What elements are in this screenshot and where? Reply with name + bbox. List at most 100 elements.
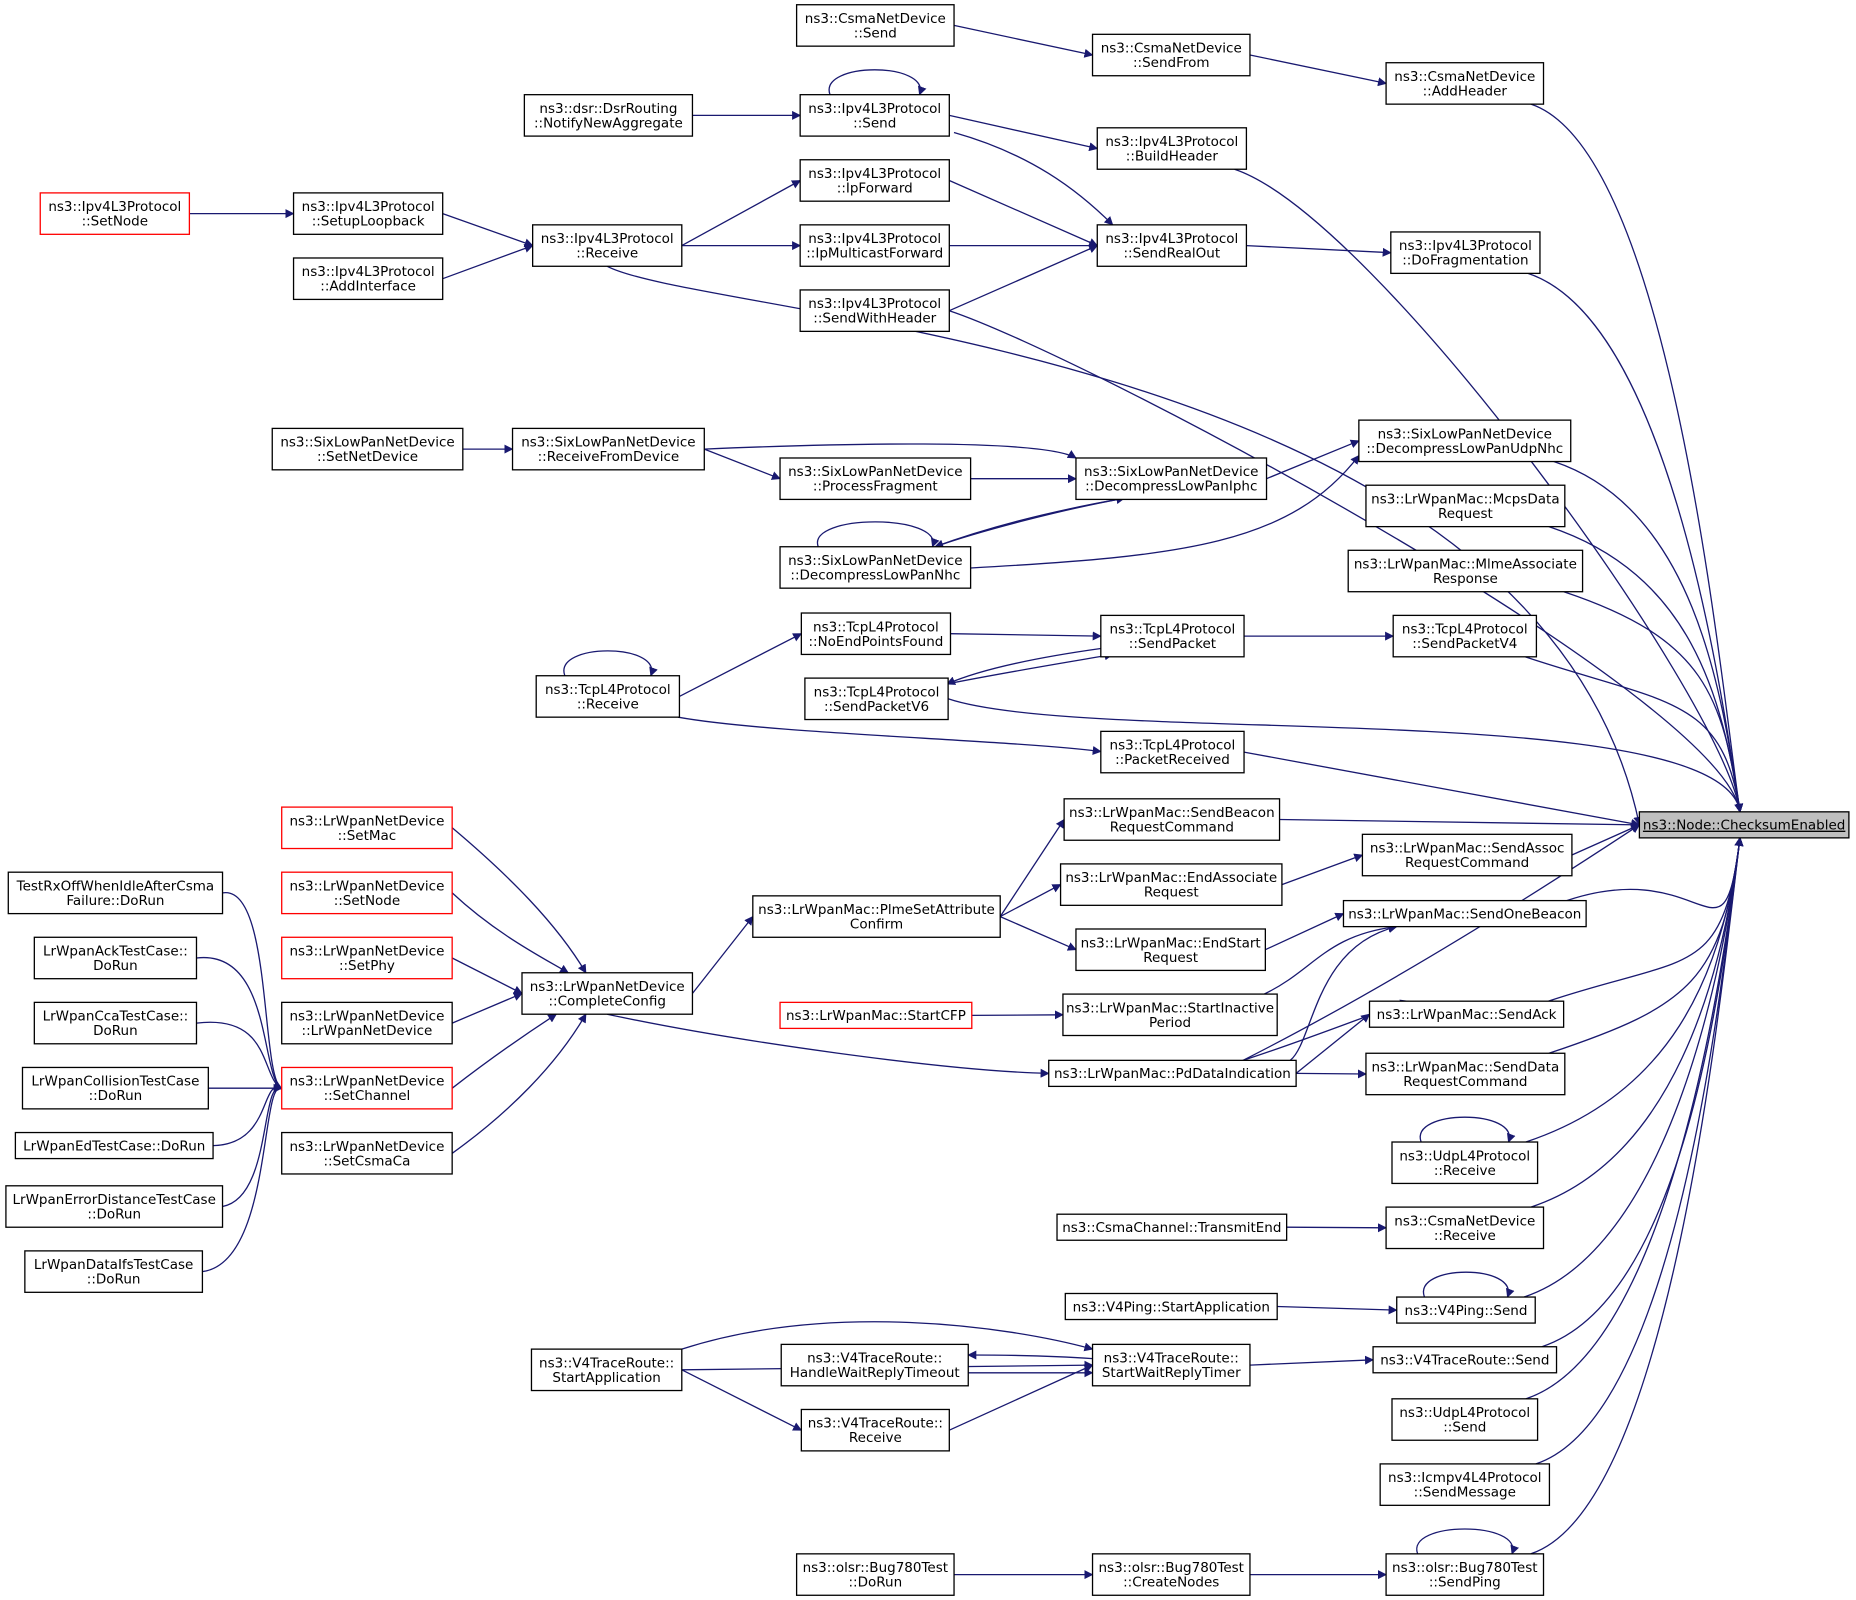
node-ipv4-sendrealout[interactable]: ns3::Ipv4L3Protocol::SendRealOut <box>1096 224 1248 267</box>
node-ipv4-ipmulticast[interactable]: ns3::Ipv4L3Protocol::IpMulticastForward <box>799 224 950 267</box>
node-lrnd-completeconfig[interactable]: ns3::LrWpanNetDevice::CompleteConfig <box>521 972 694 1015</box>
node-ipv4-send[interactable]: ns3::Ipv4L3Protocol::Send <box>799 94 950 137</box>
edge-lrmac_sendassocreq-to-target <box>1571 824 1641 856</box>
node-lrnd-setchannel[interactable]: ns3::LrWpanNetDevice::SetChannel <box>281 1066 453 1110</box>
node-tcp-sendpacket[interactable]: ns3::TcpL4Protocol::SendPacket <box>1100 614 1245 658</box>
node-six-receivefromdevice[interactable]: ns3::SixLowPanNetDevice::ReceiveFromDevi… <box>511 427 705 471</box>
node-tcp-packetreceived[interactable]: ns3::TcpL4Protocol::PacketReceived <box>1100 730 1245 774</box>
node-olsr-sendping[interactable]: ns3::olsr::Bug780Test::SendPing <box>1385 1553 1545 1596</box>
node-v4tr-handlewait[interactable]: ns3::V4TraceRoute::HandleWaitReplyTimeou… <box>780 1343 969 1387</box>
node-test-ack[interactable]: LrWpanAckTestCase::DoRun <box>33 936 198 980</box>
node-label: ns3::Ipv4L3Protocol <box>1105 231 1238 247</box>
edge-tcp_packetreceived-to-target <box>1243 751 1641 828</box>
node-six-processfragment[interactable]: ns3::SixLowPanNetDevice::ProcessFragment <box>779 457 972 501</box>
node-test-dataifs[interactable]: LrWpanDataIfsTestCase::DoRun <box>24 1250 204 1293</box>
node-test-ed[interactable]: LrWpanEdTestCase::DoRun <box>14 1131 214 1160</box>
node-ipv4-ipforward[interactable]: ns3::Ipv4L3Protocol::IpForward <box>799 159 950 202</box>
node-lrnd-setnode[interactable]: ns3::LrWpanNetDevice::SetNode <box>281 871 453 915</box>
node-box <box>1075 928 1266 972</box>
node-lrmac-sendonebeacon[interactable]: ns3::LrWpanMac::SendOneBeacon <box>1342 899 1587 928</box>
node-lrmac-startcfp[interactable]: ns3::LrWpanMac::StartCFP <box>779 1001 973 1030</box>
node-ipv4-setuploopback[interactable]: ns3::Ipv4L3Protocol::SetupLoopback <box>292 192 444 235</box>
node-tcp-noendpoints[interactable]: ns3::TcpL4Protocol::NoEndPointsFound <box>800 612 952 656</box>
node-v4tr-startwait[interactable]: ns3::V4TraceRoute::StartWaitReplyTimer <box>1091 1343 1251 1387</box>
node-tcp-sendpacketv6[interactable]: ns3::TcpL4Protocol::SendPacketV6 <box>804 677 949 721</box>
node-udp-receive[interactable]: ns3::UdpL4Protocol::Receive <box>1391 1141 1539 1185</box>
node-six-decompiphc[interactable]: ns3::SixLowPanNetDevice::DecompressLowPa… <box>1075 457 1268 501</box>
node-box <box>795 1553 955 1596</box>
node-ipv4-sendwithheader[interactable]: ns3::Ipv4L3Protocol::SendWithHeader <box>799 289 950 333</box>
node-six-decompnhc[interactable]: ns3::SixLowPanNetDevice::DecompressLowPa… <box>779 546 972 589</box>
node-tcp-receive[interactable]: ns3::TcpL4Protocol::Receive <box>535 675 681 718</box>
node-box <box>1059 863 1283 906</box>
node-label: ns3::TcpL4Protocol <box>545 682 671 698</box>
node-six-setnetdevice[interactable]: ns3::SixLowPanNetDevice::SetNetDevice <box>271 427 464 471</box>
node-v4ping-startapp[interactable]: ns3::V4Ping::StartApplication <box>1064 1292 1278 1321</box>
node-ipv4-buildheader[interactable]: ns3::Ipv4L3Protocol::BuildHeader <box>1096 127 1248 170</box>
edge-tcp_noendpoints-to-tcp_sendpacket <box>950 631 1102 641</box>
node-box <box>1638 811 1850 839</box>
node-v4tr-startapp[interactable]: ns3::V4TraceRoute::StartApplication <box>530 1348 683 1392</box>
node-test-collision[interactable]: LrWpanCollisionTestCase::DoRun <box>21 1066 209 1110</box>
node-csma-receive[interactable]: ns3::CsmaNetDevice::Receive <box>1385 1206 1545 1250</box>
node-target[interactable]: ns3::Node::ChecksumEnabled <box>1638 811 1850 839</box>
node-box <box>1056 1213 1288 1241</box>
edge-completeconfig-to-pddata <box>607 1013 1050 1078</box>
node-ipv4-setnode[interactable]: ns3::Ipv4L3Protocol::SetNode <box>39 192 191 235</box>
node-csma-sendfrom[interactable]: ns3::CsmaNetDevice::SendFrom <box>1091 33 1251 77</box>
node-ipv4-receive[interactable]: ns3::Ipv4L3Protocol::Receive <box>532 224 683 267</box>
node-ipv4-addinterface[interactable]: ns3::Ipv4L3Protocol::AddInterface <box>292 257 444 301</box>
node-lrnd-setmac[interactable]: ns3::LrWpanNetDevice::SetMac <box>281 806 453 850</box>
edge-v6-to-sendpacket <box>946 651 1114 685</box>
node-v4ping-send[interactable]: ns3::V4Ping::Send <box>1396 1296 1536 1324</box>
node-label: ::ReceiveFromDevice <box>538 449 680 465</box>
node-test-errordist[interactable]: LrWpanErrorDistanceTestCase::DoRun <box>5 1185 224 1228</box>
node-lrnd-ctor[interactable]: ns3::LrWpanNetDevice::LrWpanNetDevice <box>281 1001 453 1045</box>
node-csmachan-transmitend[interactable]: ns3::CsmaChannel::TransmitEnd <box>1056 1213 1288 1241</box>
node-lrnd-setcsmaca[interactable]: ns3::LrWpanNetDevice::SetCsmaCa <box>281 1131 453 1175</box>
node-box <box>780 1343 969 1387</box>
node-label: ::Receive <box>1434 1163 1496 1179</box>
edge-tcp-receive-to-packetreceived <box>678 716 1102 755</box>
node-lrmac-sendack[interactable]: ns3::LrWpanMac::SendAck <box>1368 1000 1565 1028</box>
edge-v4tr_startapp-to-v4tr_receive <box>681 1369 803 1431</box>
node-test-cca[interactable]: LrWpanCcaTestCase::DoRun <box>33 1001 198 1045</box>
node-olsr-createnodes[interactable]: ns3::olsr::Bug780Test::CreateNodes <box>1091 1553 1251 1596</box>
node-label: ns3::LrWpanNetDevice <box>289 944 444 960</box>
node-udp-send[interactable]: ns3::UdpL4Protocol::Send <box>1391 1398 1539 1441</box>
node-lrmac-pddata[interactable]: ns3::LrWpanMac::PdDataIndication <box>1048 1059 1297 1088</box>
node-lrnd-setphy[interactable]: ns3::LrWpanNetDevice::SetPhy <box>281 936 453 980</box>
edge-lrnd_ctor-to-lrnd_completeconfig <box>451 992 523 1024</box>
edge-iphc-to-nhc <box>934 497 1125 549</box>
node-box <box>799 94 950 137</box>
node-box <box>521 972 694 1015</box>
node-label: ns3::V4TraceRoute:: <box>807 1351 942 1367</box>
node-label: ns3::V4TraceRoute:: <box>1104 1351 1239 1367</box>
node-tcp-sendpacketv4[interactable]: ns3::TcpL4Protocol::SendPacketV4 <box>1392 614 1538 658</box>
node-icmp-sendmessage[interactable]: ns3::Icmpv4L4Protocol::SendMessage <box>1379 1463 1551 1506</box>
node-csma-send[interactable]: ns3::CsmaNetDevice::Send <box>795 4 955 47</box>
node-v4tr-receive[interactable]: ns3::V4TraceRoute::Receive <box>800 1408 950 1452</box>
node-dsr-notify[interactable]: ns3::dsr::DsrRouting::NotifyNewAggregate <box>523 94 694 137</box>
node-csma-addheader[interactable]: ns3::CsmaNetDevice::AddHeader <box>1385 62 1545 105</box>
node-label: ::SendPacketV4 <box>1412 636 1517 652</box>
node-box <box>799 289 950 333</box>
node-six-decompudpnhc[interactable]: ns3::SixLowPanNetDevice::DecompressLowPa… <box>1358 419 1572 463</box>
node-v4tr-send[interactable]: ns3::V4TraceRoute::Send <box>1372 1346 1558 1374</box>
node-olsr-dorun[interactable]: ns3::olsr::Bug780Test::DoRun <box>795 1553 955 1596</box>
node-box <box>1391 1141 1539 1185</box>
node-box <box>281 1131 453 1175</box>
node-label: Receive <box>849 1430 902 1446</box>
node-ipv4-dofrag[interactable]: ns3::Ipv4L3Protocol::DoFragmentation <box>1390 231 1541 275</box>
